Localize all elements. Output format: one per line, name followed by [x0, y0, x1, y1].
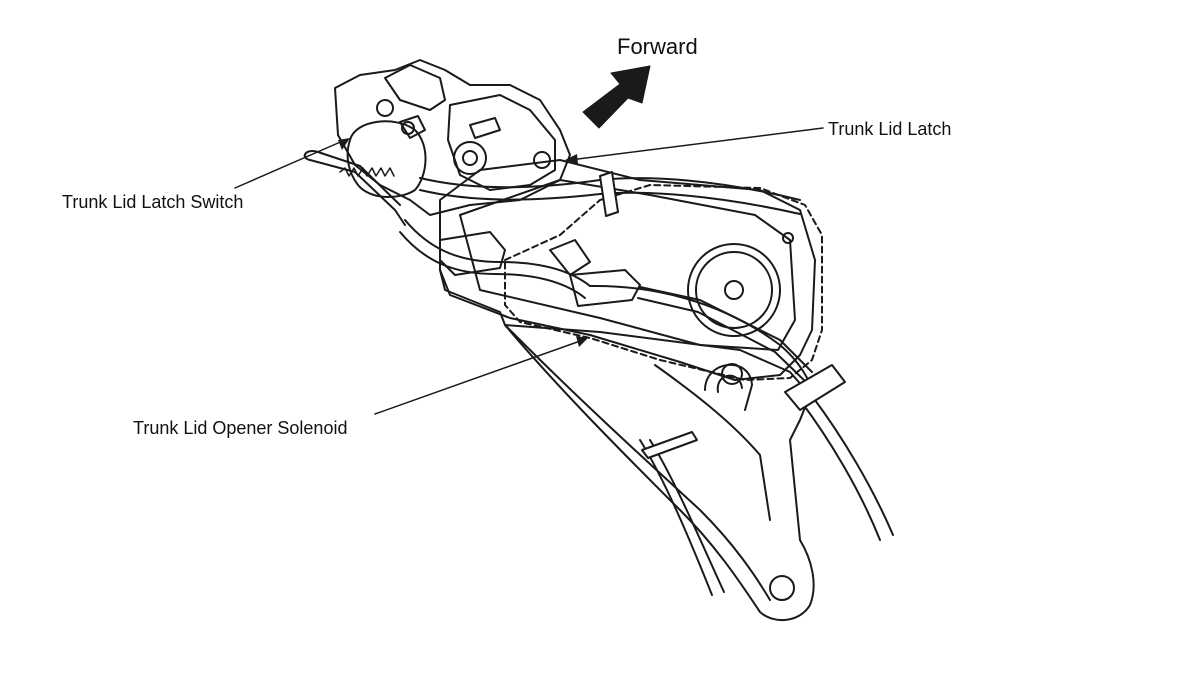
solenoid-connector — [439, 231, 506, 276]
motor-boss — [687, 243, 781, 337]
housing-flange — [439, 269, 521, 341]
latch-switch-body — [346, 120, 427, 198]
solenoid-rod-2 — [637, 297, 807, 383]
motor-boss-inner — [695, 251, 773, 329]
cable-3 — [799, 399, 881, 541]
motor-boss-center — [724, 280, 744, 300]
leader-line-solenoid — [374, 339, 584, 415]
latch-switch-cap — [399, 115, 426, 139]
housing-inner-plate — [459, 179, 796, 351]
leader-line-latch — [569, 127, 824, 161]
switch-screw — [401, 121, 415, 135]
harness-tie — [599, 171, 619, 217]
harness-2 — [419, 189, 801, 215]
latch-bolt — [533, 151, 551, 169]
trunk-lid-opener-solenoid-label: Trunk Lid Opener Solenoid — [133, 418, 348, 438]
latch-striker — [469, 117, 501, 139]
cable-tie — [641, 431, 698, 459]
cable-2 — [649, 439, 725, 593]
harness-4 — [399, 231, 586, 299]
leader-arrowhead-switch — [338, 138, 350, 150]
mounting-bracket — [504, 324, 815, 622]
cable-clamp — [784, 364, 846, 411]
forward-direction-label: Forward — [617, 34, 698, 59]
leader-arrowhead-latch — [565, 154, 578, 164]
trunk-lid-latch-label: Trunk Lid Latch — [828, 119, 952, 139]
trunk-lid-latch-switch-label: Trunk Lid Latch Switch — [62, 192, 244, 212]
forward-arrow-icon — [582, 65, 651, 129]
clip-center — [721, 363, 743, 385]
bracket-inner-edge — [519, 339, 771, 601]
rod-hook — [303, 150, 319, 161]
leader-arrowhead-solenoid — [576, 336, 588, 347]
cable-4 — [811, 395, 894, 536]
latch-pivot — [453, 141, 487, 175]
leader-line-switch — [234, 139, 346, 189]
release-rod-2 — [317, 151, 401, 206]
solenoid-connector-2 — [549, 239, 591, 276]
latch-housing — [439, 159, 816, 381]
latch-bolt-2 — [376, 99, 394, 117]
solenoid-plunger — [569, 269, 641, 307]
bracket-hole — [769, 575, 795, 601]
housing-hole — [782, 232, 794, 244]
latch-pivot-inner — [462, 150, 478, 166]
latch-upper-detail — [384, 64, 446, 111]
solenoid-rod — [639, 286, 813, 373]
bracket-rib — [654, 364, 771, 521]
harness-3 — [404, 219, 591, 287]
cable-1 — [639, 439, 713, 596]
release-rod — [309, 159, 406, 226]
release-spring — [339, 167, 395, 177]
